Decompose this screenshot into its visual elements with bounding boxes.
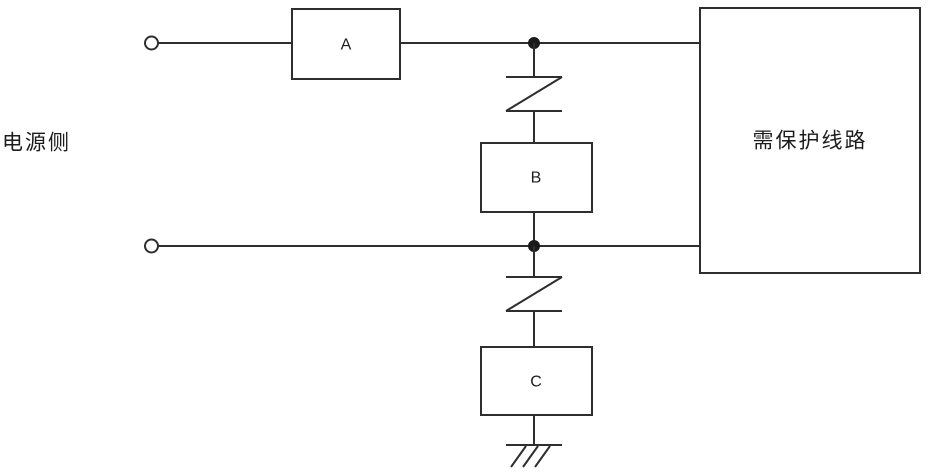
surge-arrester-icon <box>505 276 563 312</box>
power-side-label: 电源侧 <box>2 132 71 155</box>
ground-hatch-1 <box>510 445 527 468</box>
ground-hatch-3 <box>534 445 551 468</box>
arrester2-diagonal <box>505 276 563 312</box>
ground-hatch-2 <box>522 445 539 468</box>
block-c-box <box>480 346 593 416</box>
terminal-circle-icon <box>144 35 159 51</box>
block-b-box <box>480 142 593 213</box>
terminal-circle-icon <box>144 238 159 254</box>
protected-circuit-box <box>699 7 921 274</box>
earth-ground-icon <box>506 444 562 468</box>
surge-arrester-icon <box>505 76 563 112</box>
block-b-label: B <box>531 170 542 187</box>
block-a-box <box>291 8 401 80</box>
block-a-label: A <box>341 37 352 54</box>
protected-circuit-label: 需保护线路 <box>753 130 868 153</box>
block-c-label: C <box>530 374 542 391</box>
arrester1-diagonal <box>505 76 563 112</box>
